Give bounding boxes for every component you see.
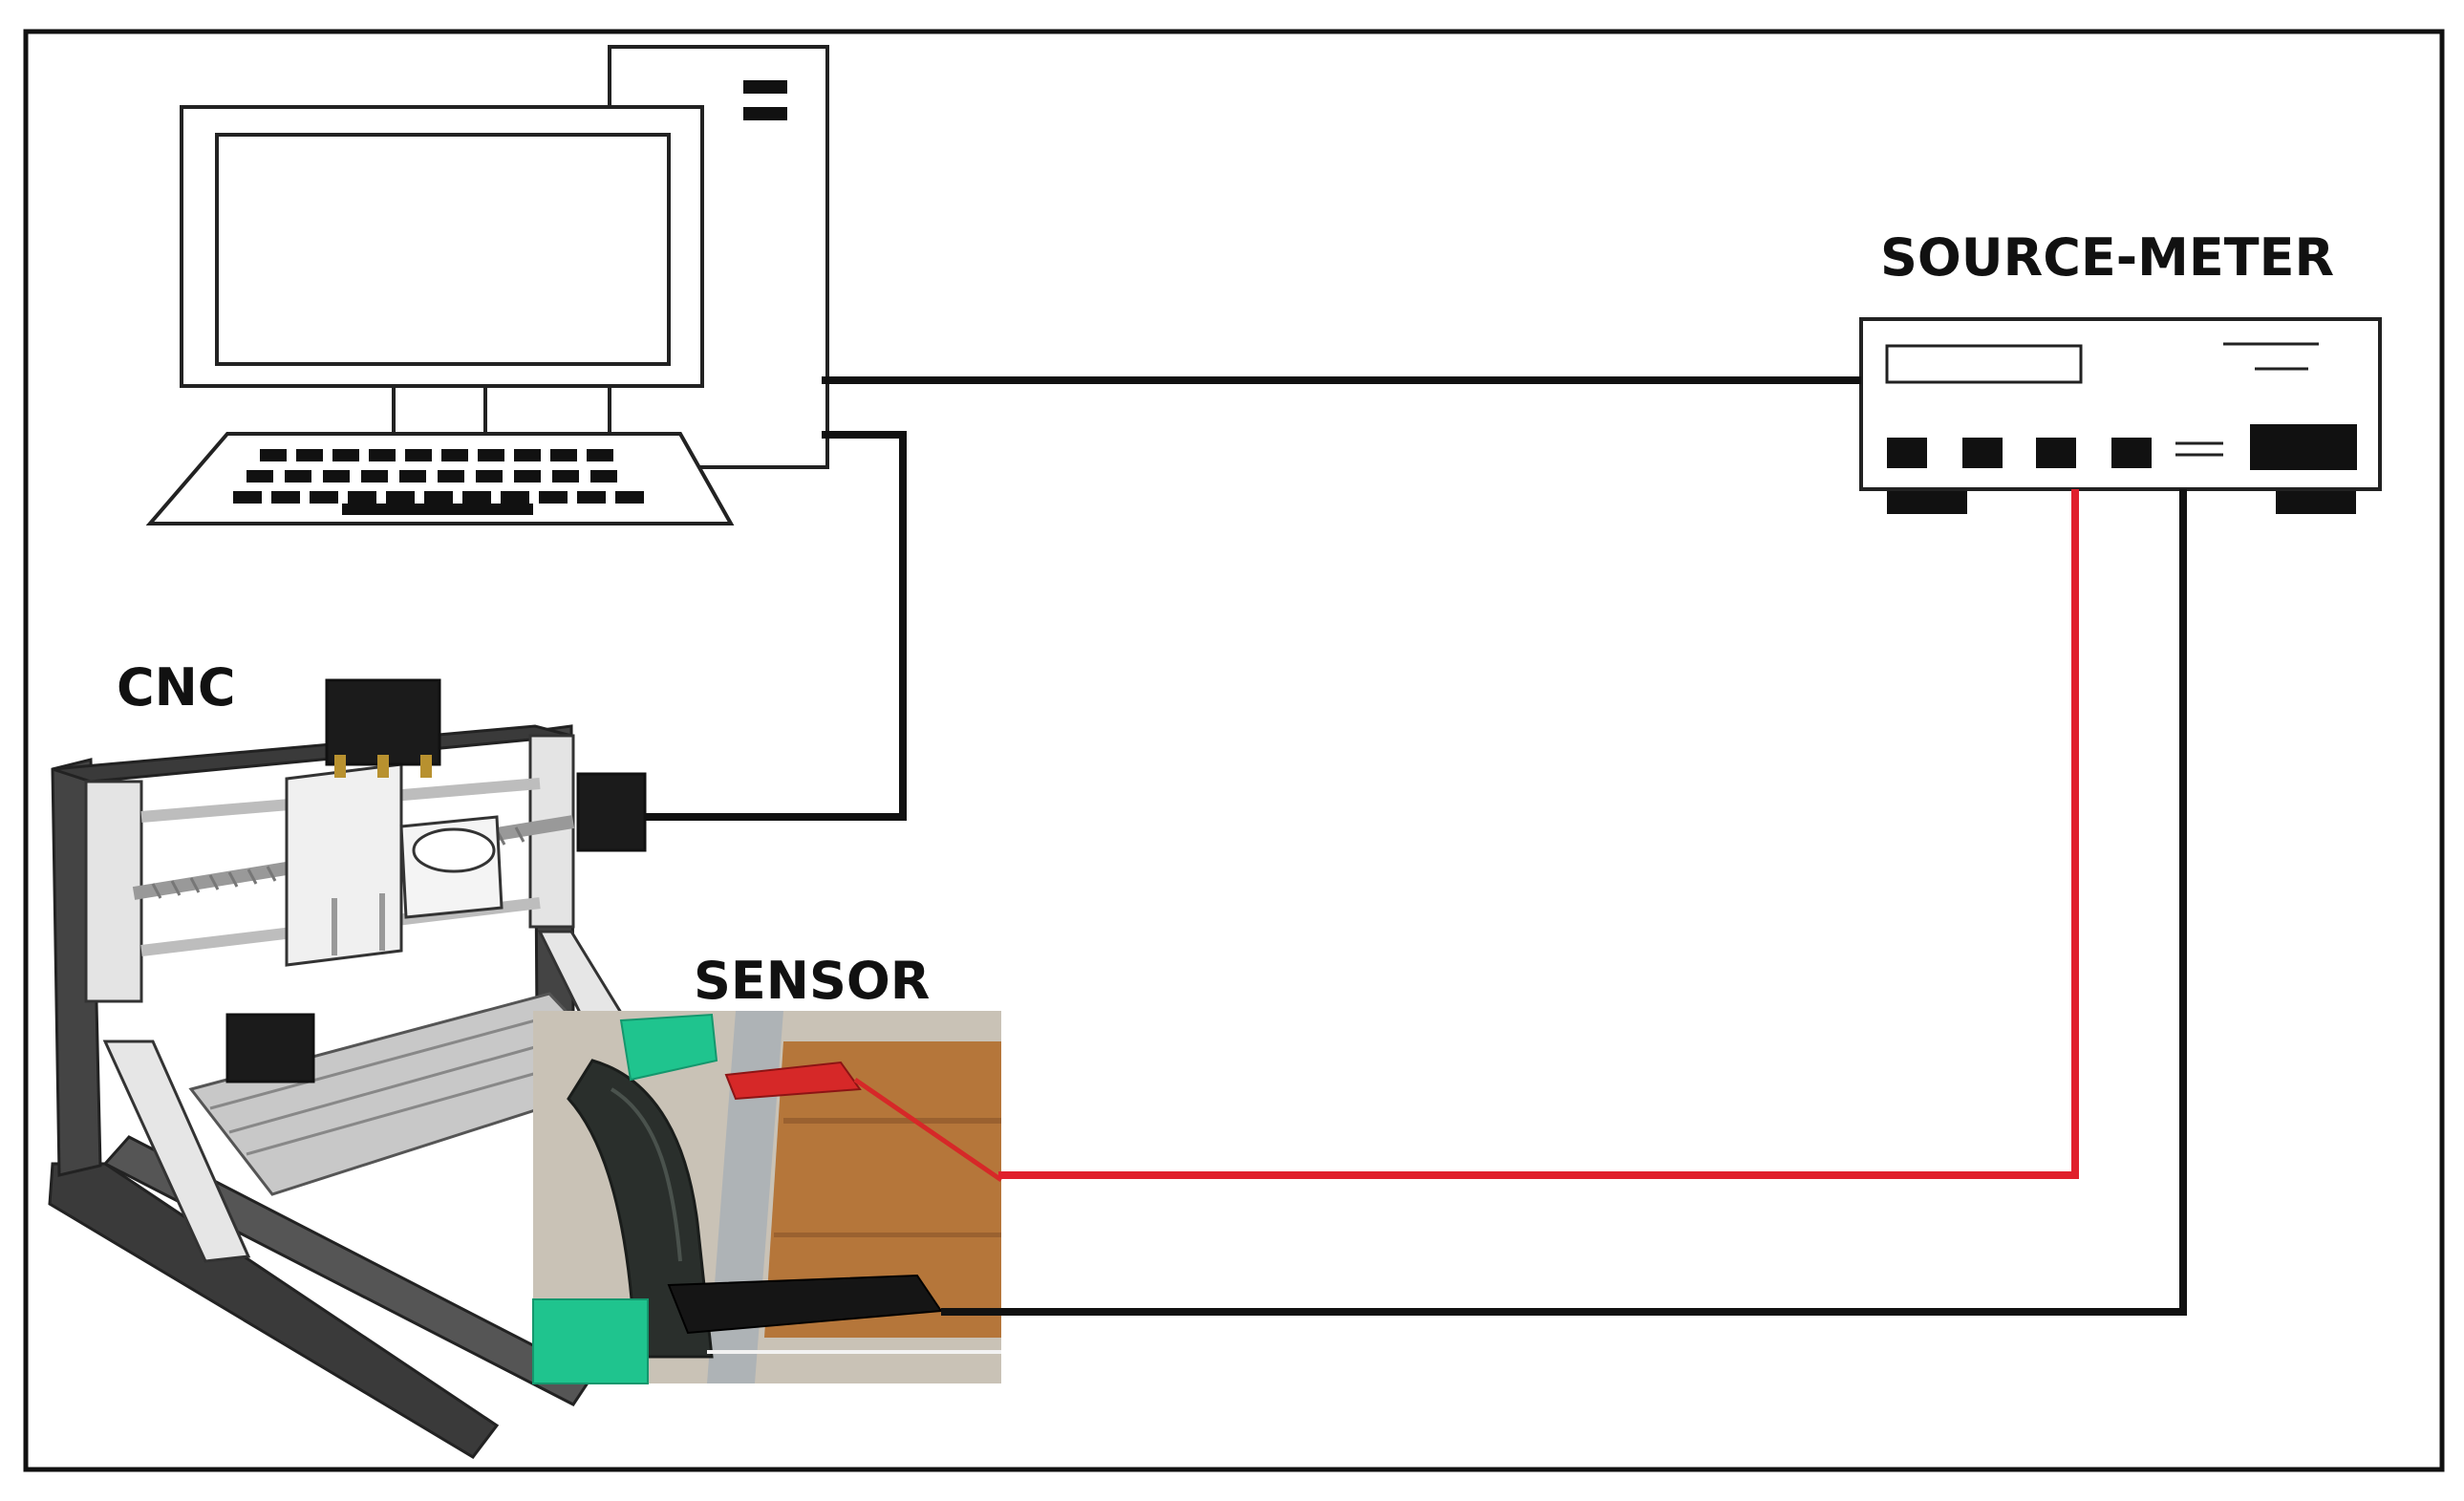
monitor-screen xyxy=(215,133,671,366)
wire-computer-to-cnc xyxy=(645,431,907,821)
cnc-top-crossbar xyxy=(52,724,572,783)
source-meter-label: SOURCE-METER xyxy=(1880,227,2335,288)
sensor-red-lead xyxy=(853,1077,1003,1183)
sensor-label: SENSOR xyxy=(694,951,931,1011)
cnc-machine-illustration xyxy=(48,678,647,1459)
source-meter-foot-right xyxy=(2276,489,2356,514)
cnc-brace-left xyxy=(102,1040,251,1263)
monitor-stand xyxy=(392,384,487,436)
cnc-x-motor xyxy=(576,772,647,852)
sensor-green-clip-top xyxy=(619,1013,718,1082)
source-meter-button-2 xyxy=(1962,438,2003,468)
cnc-spindle-motor xyxy=(325,678,441,766)
cnc-spindle-ring xyxy=(412,827,496,873)
cnc-spindle-pin-3 xyxy=(420,755,432,778)
cnc-gantry-plate-left xyxy=(84,780,143,1003)
sensor-green-clip-bottom xyxy=(532,1298,649,1384)
sensor-ribbon-texture xyxy=(610,1087,682,1262)
source-meter-button-4 xyxy=(2111,438,2152,468)
cnc-spindle-pin-2 xyxy=(377,755,389,778)
sensor-wood-grain-2 xyxy=(774,1233,1001,1237)
sensor-photo xyxy=(532,1011,1003,1384)
wire-black-source-to-sensor xyxy=(941,489,2187,1316)
cnc-y-motor xyxy=(225,1013,315,1083)
source-meter-button-1 xyxy=(1887,438,1927,468)
cnc-carriage xyxy=(285,762,403,967)
source-meter-terminal-block xyxy=(2250,424,2357,470)
computer-icon xyxy=(145,45,829,525)
tower-slot-1 xyxy=(743,80,787,94)
tower-slot-2 xyxy=(743,107,787,120)
source-meter-button-3 xyxy=(2036,438,2076,468)
sensor-red-clip xyxy=(724,1061,862,1101)
keyboard-keys xyxy=(233,449,644,515)
sensor-wood xyxy=(764,1041,1001,1338)
sensor-wood-grain-1 xyxy=(783,1118,1001,1124)
source-meter-foot-left xyxy=(1887,489,1967,514)
source-meter-display xyxy=(1885,344,2083,384)
cnc-spindle-pin-1 xyxy=(334,755,346,778)
source-meter-device xyxy=(1859,317,2382,514)
diagram-border xyxy=(23,29,2445,1472)
cnc-label: CNC xyxy=(117,657,236,718)
wire-red-source-to-sensor xyxy=(998,489,2079,1179)
